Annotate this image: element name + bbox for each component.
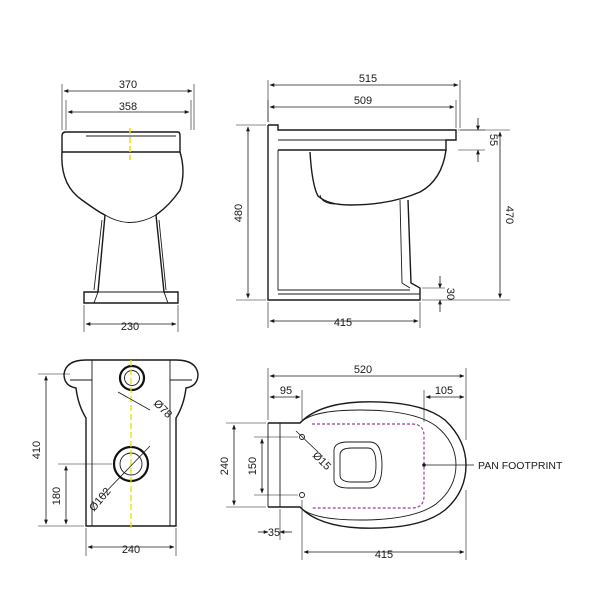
plan-dim-415: 415	[301, 490, 467, 561]
rear-dim-240: 240	[85, 528, 177, 556]
side-overall-height-label: 480	[233, 204, 245, 222]
rear-dim-410: 410	[31, 373, 84, 527]
side-dim-55: 55	[458, 118, 499, 162]
plan-width-label: 240	[219, 457, 231, 475]
front-overall-width-label: 370	[119, 79, 137, 91]
plan-dim-105: 105	[423, 385, 465, 422]
plan-fixing-hole-dia-label: Ø15	[310, 450, 333, 473]
rear-dim-180: 180	[51, 463, 112, 525]
plan-fixing-spacing-label: 150	[247, 457, 259, 475]
rear-width-label: 240	[122, 544, 140, 556]
front-view-outline	[61, 131, 184, 304]
plan-dim-35: 35	[258, 509, 292, 540]
plan-view: Ø15 520 95 105 240	[219, 364, 563, 561]
plan-front-offset-label: 105	[435, 385, 453, 397]
side-dim-415: 415	[267, 302, 421, 329]
side-base-depth-label: 415	[334, 317, 352, 329]
side-overall-depth-label: 515	[359, 73, 377, 85]
side-dim-470: 470	[422, 129, 515, 301]
side-dim-30: 30	[422, 276, 456, 312]
rear-upper-hole	[118, 364, 146, 392]
rear-height-label: 410	[31, 441, 43, 459]
plan-overall-length-label: 520	[354, 364, 372, 376]
rear-view: Ø78 Ø102 410 180 240	[31, 359, 199, 556]
front-view: 370 358 230	[61, 79, 195, 333]
pan-footprint-callout: PAN FOOTPRINT	[422, 460, 563, 472]
plan-rear-depth-label: 35	[268, 527, 280, 539]
side-dim-515: 515	[267, 73, 461, 128]
side-view: 515 509 55 480 470	[233, 73, 515, 329]
pan-footprint-label: PAN FOOTPRINT	[478, 460, 563, 472]
rear-lower-hole-height-label: 180	[51, 487, 63, 505]
plan-fixing-holes	[299, 434, 305, 498]
side-seat-depth-label: 509	[354, 95, 372, 107]
front-dim-358: 358	[65, 100, 192, 130]
front-dim-230: 230	[83, 305, 179, 333]
plan-dim-150: 150	[247, 436, 298, 496]
plan-dim-520: 520	[267, 364, 467, 440]
front-seat-width-label: 358	[119, 101, 137, 113]
side-view-outline	[267, 124, 457, 301]
front-dim-370: 370	[61, 79, 195, 130]
front-base-width-label: 230	[121, 321, 139, 333]
rear-upper-hole-dia-label: Ø78	[151, 398, 174, 421]
plan-base-length-label: 415	[375, 549, 393, 561]
side-dim-509: 509	[267, 95, 457, 128]
side-base-height-label: 30	[444, 288, 456, 300]
side-rim-height-label: 470	[503, 206, 515, 224]
plan-dim-95: 95	[269, 385, 303, 420]
rear-lower-hole-dia-label: Ø102	[87, 486, 113, 514]
plan-dim-240: 240	[219, 422, 266, 508]
side-dim-480: 480	[233, 124, 266, 301]
side-rim-thickness-label: 55	[487, 134, 499, 146]
plan-rear-offset-label: 95	[280, 385, 292, 397]
